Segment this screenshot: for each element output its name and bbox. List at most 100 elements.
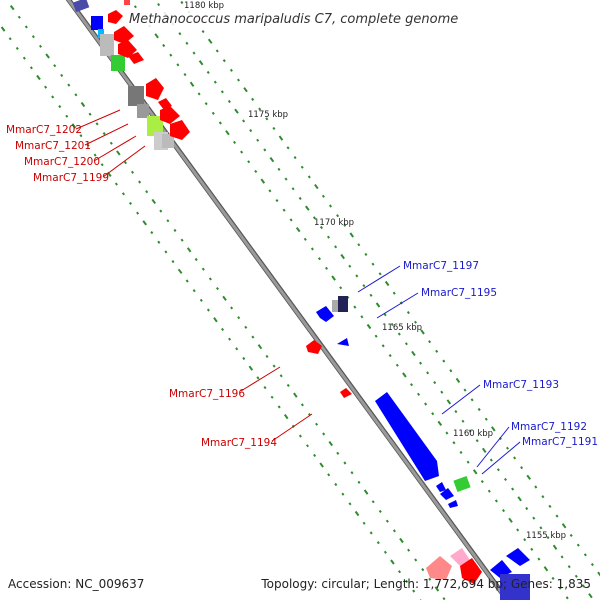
tick-mark: [150, 231, 154, 235]
tick-mark: [189, 81, 195, 87]
gene-feature[interactable]: [98, 29, 104, 38]
gene-feature[interactable]: [111, 55, 125, 71]
gene-feature[interactable]: [450, 548, 470, 566]
tick-mark: [392, 291, 396, 295]
gene-label[interactable]: MmarC7_1202: [6, 124, 82, 136]
gene-feature[interactable]: [147, 116, 163, 136]
tick-mark: [539, 526, 543, 530]
gene-feature[interactable]: [170, 120, 190, 140]
gene-label[interactable]: MmarC7_1201: [15, 140, 91, 152]
gene-label[interactable]: MmarC7_1191: [522, 436, 598, 448]
tick-mark: [79, 134, 83, 138]
gene-feature[interactable]: [426, 556, 452, 580]
gene-feature[interactable]: [337, 338, 349, 346]
gene-feature[interactable]: [306, 340, 322, 354]
gene-feature[interactable]: [114, 26, 134, 44]
gene-label[interactable]: MmarC7_1192: [511, 421, 587, 433]
tick-mark: [215, 287, 220, 291]
tick-mark: [282, 208, 286, 212]
tick-mark: [36, 74, 41, 81]
tick-mark: [565, 596, 569, 600]
tick-mark: [481, 447, 487, 453]
gene-feature[interactable]: [490, 560, 512, 578]
tick-mark: [136, 211, 140, 215]
tick-mark: [199, 298, 203, 302]
tick-mark: [560, 555, 564, 559]
gene-feature[interactable]: [118, 40, 137, 58]
gene-feature[interactable]: [440, 488, 454, 500]
tick-mark: [489, 458, 493, 462]
gene-label[interactable]: MmarC7_1199: [33, 172, 109, 184]
tick-mark: [257, 344, 263, 350]
tick-mark: [525, 506, 529, 511]
tick-mark: [272, 364, 276, 368]
tick-mark: [349, 232, 355, 238]
gene-feature[interactable]: [453, 475, 471, 493]
tick-mark: [551, 576, 555, 581]
gene-feature[interactable]: [108, 10, 123, 24]
gene-feature[interactable]: [128, 86, 144, 106]
gene-feature[interactable]: [100, 34, 114, 56]
gene-feature[interactable]: [500, 574, 530, 600]
gene-feature[interactable]: [338, 296, 348, 312]
tick-mark: [409, 383, 414, 387]
gene-feature[interactable]: [460, 558, 482, 584]
gene-feature[interactable]: [72, 0, 90, 13]
leader-line: [357, 265, 401, 293]
title-backdrop: [126, 8, 476, 28]
tick-mark: [371, 262, 375, 266]
tick-mark: [348, 264, 352, 268]
gene-feature[interactable]: [448, 500, 458, 508]
gene-feature[interactable]: [128, 52, 144, 64]
tick-mark: [74, 93, 78, 97]
gene-label[interactable]: MmarC7_1195: [421, 287, 497, 299]
gene-feature[interactable]: [506, 548, 530, 566]
tick-mark: [197, 92, 201, 96]
gene-label[interactable]: MmarC7_1200: [24, 156, 100, 168]
gene-label[interactable]: MmarC7_1193: [483, 379, 559, 391]
tick-mark: [574, 574, 578, 578]
tick-mark: [588, 593, 593, 599]
tick-mark: [434, 586, 440, 592]
gene-feature[interactable]: [436, 482, 446, 492]
tick-mark: [227, 99, 231, 104]
tick-mark: [8, 37, 12, 41]
gene-feature[interactable]: [340, 388, 352, 398]
gene-feature[interactable]: [137, 104, 149, 118]
tick-mark: [381, 344, 385, 348]
tick-mark: [416, 392, 421, 396]
tick-mark: [17, 15, 21, 19]
gene-feature[interactable]: [162, 134, 174, 148]
leader-line: [75, 109, 121, 130]
tick-mark: [220, 90, 224, 94]
gene-label[interactable]: MmarC7_1197: [403, 260, 479, 272]
leader-line: [84, 123, 129, 146]
tick-mark: [162, 43, 166, 48]
tick-mark: [327, 473, 331, 477]
gene-feature[interactable]: [332, 300, 340, 312]
tick-mark: [341, 492, 345, 496]
gene-label[interactable]: MmarC7_1196: [169, 388, 245, 400]
tick-mark: [357, 480, 361, 484]
gene-cluster-1177: [128, 78, 190, 150]
tick-mark: [207, 38, 213, 44]
scale-label: 1175 kbp: [248, 110, 288, 120]
gene-feature[interactable]: [316, 306, 334, 322]
tick-mark: [142, 220, 148, 226]
tick-mark: [437, 420, 443, 426]
gene-feature[interactable]: [146, 78, 164, 100]
tick-mark: [304, 205, 310, 211]
gene-feature[interactable]: [124, 0, 130, 5]
tick-mark: [364, 252, 368, 256]
tick-mark: [100, 163, 104, 167]
tick-mark: [248, 365, 254, 371]
tick-mark: [240, 150, 244, 154]
tick-mark: [375, 302, 381, 308]
tick-mark: [275, 199, 279, 203]
gene-feature[interactable]: [160, 106, 180, 124]
gene-feature[interactable]: [91, 16, 103, 30]
gene-feature[interactable]: [375, 392, 439, 481]
gene-label[interactable]: MmarC7_1194: [201, 437, 277, 449]
tick-mark: [412, 589, 416, 593]
